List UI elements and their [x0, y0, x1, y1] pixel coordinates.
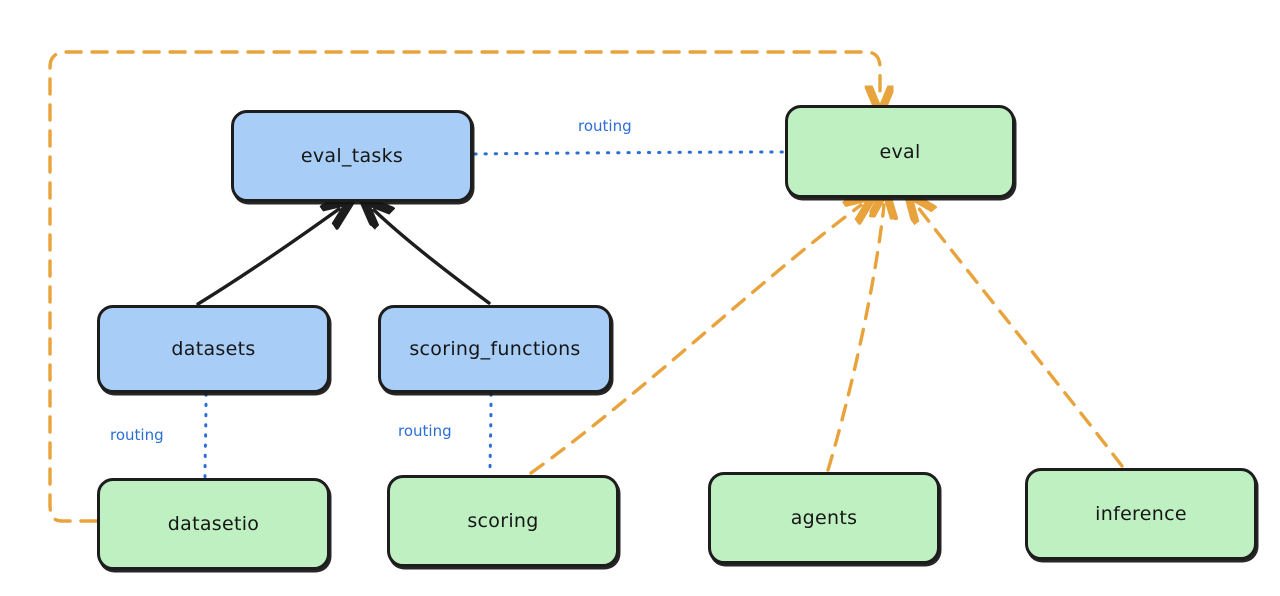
- node-agents-label: agents: [790, 507, 858, 529]
- node-scoring-label: scoring: [467, 510, 539, 532]
- node-inference[interactable]: inference: [1025, 468, 1257, 560]
- node-eval-tasks[interactable]: eval_tasks: [231, 110, 473, 202]
- edge-agents-to-eval: [826, 205, 884, 472]
- node-eval[interactable]: eval: [785, 105, 1015, 198]
- node-agents[interactable]: agents: [708, 472, 940, 564]
- node-scoring-functions-label: scoring_functions: [409, 338, 581, 360]
- node-scoring-functions[interactable]: scoring_functions: [378, 305, 612, 393]
- edge-eval-tasks-to-eval: [473, 150, 788, 156]
- edge-scoring-functions-to-eval-tasks: [374, 210, 491, 305]
- node-eval-tasks-label: eval_tasks: [300, 145, 404, 167]
- edge-label-routing-datasets: routing: [110, 426, 164, 444]
- edge-datasets-to-eval-tasks: [196, 209, 339, 306]
- node-scoring[interactable]: scoring: [387, 475, 619, 567]
- edge-label-routing-eval-tasks: routing: [578, 117, 632, 135]
- edge-inference-to-eval: [917, 206, 1124, 468]
- edge-label-routing-scoring-functions: routing: [398, 422, 452, 440]
- node-datasetio[interactable]: datasetio: [97, 478, 330, 570]
- node-inference-label: inference: [1095, 503, 1187, 525]
- edge-datasets-to-datasetio: [203, 392, 208, 479]
- node-datasets-label: datasets: [171, 338, 256, 360]
- edge-scoring-functions-to-scoring: [488, 392, 493, 476]
- node-eval-label: eval: [879, 140, 921, 163]
- node-datasets[interactable]: datasets: [97, 305, 330, 393]
- node-datasetio-label: datasetio: [167, 513, 260, 535]
